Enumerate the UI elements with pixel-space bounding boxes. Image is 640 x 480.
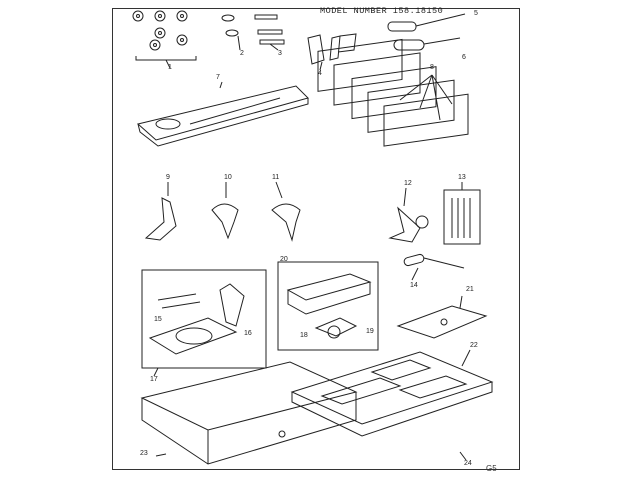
callout-23: 23 <box>140 450 148 457</box>
foot-12-drawing <box>388 187 429 243</box>
cover-plate-drawing <box>396 295 488 339</box>
callout-12: 12 <box>404 180 412 187</box>
callout-18: 18 <box>300 332 308 339</box>
callout-14: 14 <box>410 282 418 289</box>
callout-2: 2 <box>240 50 244 57</box>
tray-drawing <box>290 349 494 437</box>
callout-1: 1 <box>168 64 172 71</box>
screwdrivers-drawing <box>387 13 466 51</box>
booklet-drawing <box>307 33 357 71</box>
callout-9: 9 <box>166 174 170 181</box>
callout-17: 17 <box>150 376 158 383</box>
needle-pack-drawing <box>443 182 481 245</box>
brush-drawing <box>403 253 465 281</box>
presser-feet-drawing <box>144 181 301 242</box>
callout-15: 15 <box>154 316 162 323</box>
buttonhole-box-drawing <box>277 261 379 351</box>
page-code: G5 <box>486 464 497 473</box>
callout-5: 5 <box>474 10 478 17</box>
model-number-title: MODEL NUMBER 158.18150 <box>320 6 444 16</box>
spool-caps-drawing <box>221 14 241 51</box>
callout-4: 4 <box>318 70 322 77</box>
callout-13: 13 <box>458 174 466 181</box>
attachment-box-drawing <box>141 269 267 377</box>
callout-7: 7 <box>216 74 220 81</box>
callout-19: 19 <box>366 328 374 335</box>
bobbins-drawing <box>132 10 197 69</box>
diagram-frame <box>112 8 520 470</box>
spool-pins-drawing <box>254 14 285 51</box>
callout-8: 8 <box>430 64 434 71</box>
storage-case-drawing <box>140 361 467 465</box>
callout-3: 3 <box>278 50 282 57</box>
cams-drawing <box>317 38 469 147</box>
callout-11: 11 <box>272 174 280 181</box>
callout-24: 24 <box>464 460 472 467</box>
callout-20: 20 <box>280 256 288 263</box>
callout-21: 21 <box>466 286 474 293</box>
plate-drawing <box>136 81 309 147</box>
callout-22: 22 <box>470 342 478 349</box>
callout-6: 6 <box>462 54 466 61</box>
callout-16: 16 <box>244 330 252 337</box>
callout-10: 10 <box>224 174 232 181</box>
